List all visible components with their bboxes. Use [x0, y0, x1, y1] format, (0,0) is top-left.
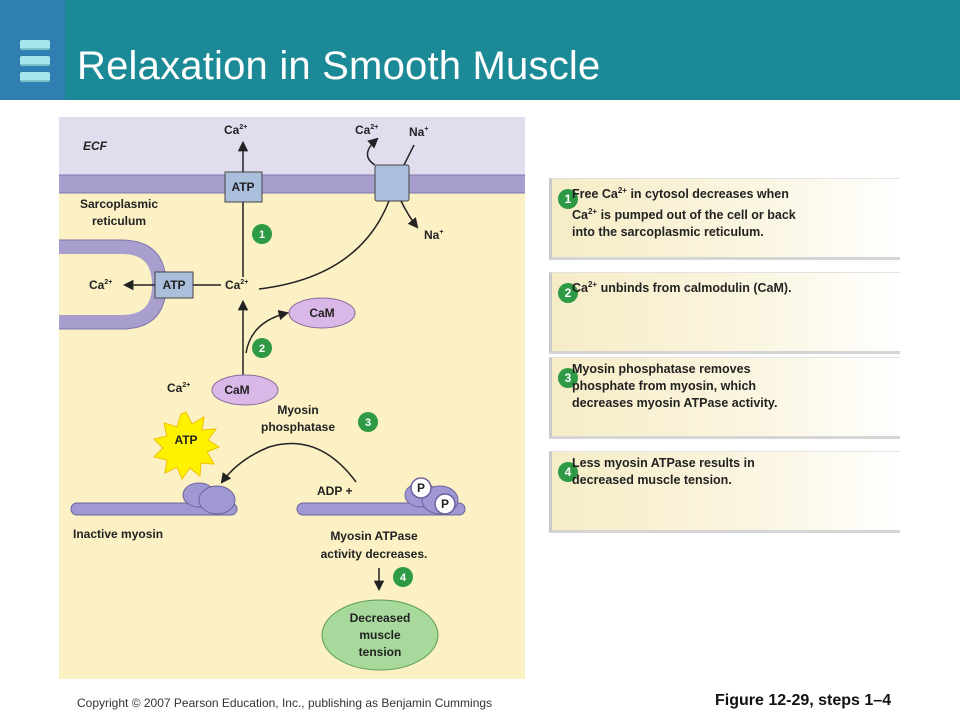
atp-pump-membrane	[224, 171, 263, 203]
inactive-myosin	[70, 482, 238, 516]
cell-membrane	[59, 175, 525, 193]
step-box-2: 2 Ca2+ unbinds from calmodulin (CaM).	[549, 272, 900, 354]
myosin-phosphatase-line1: Myosin	[277, 403, 318, 417]
svg-text:tension: tension	[359, 645, 402, 659]
logo-stripe	[20, 40, 50, 50]
myosin-atpase-line2: activity decreases.	[321, 547, 428, 561]
svg-text:muscle: muscle	[359, 628, 401, 642]
svg-text:Decreased: Decreased	[350, 611, 411, 625]
ca-label-top: Ca2+	[224, 123, 247, 137]
svg-text:2: 2	[259, 343, 265, 355]
diagram-step-2: 2	[252, 338, 272, 358]
title-bar: Relaxation in Smooth Muscle	[0, 0, 960, 100]
svg-text:3: 3	[365, 417, 371, 429]
svg-text:1: 1	[259, 229, 265, 241]
step-box-4: 4 Less myosin ATPase results in decrease…	[549, 451, 900, 533]
step-text-3: Myosin phosphatase removes phosphate fro…	[572, 362, 778, 410]
relaxation-diagram: ECF ATP Ca2+ Ca2+ Na+ Na+ Sarcoplasmic r…	[59, 117, 525, 679]
na-label-out: Na+	[409, 125, 428, 139]
ca-label-cam: Ca2+	[167, 381, 190, 395]
phosphate-1	[410, 477, 432, 499]
step-text-1: Free Ca2+ in cytosol decreases when Ca2+…	[572, 186, 796, 240]
logo-panel	[0, 0, 65, 100]
cytosol-region	[59, 191, 525, 679]
logo-stripe	[20, 56, 50, 66]
atp-sr-label: ATP	[162, 278, 185, 292]
slide-title: Relaxation in Smooth Muscle	[77, 44, 601, 88]
phosphate-2	[434, 493, 456, 515]
ca-label-sr: Ca2+	[89, 278, 112, 292]
adp-label: ADP +	[317, 484, 352, 498]
atp-label: ATP	[231, 180, 254, 194]
inactive-myosin-label: Inactive myosin	[73, 527, 163, 541]
sr-label-line1: Sarcoplasmic	[80, 197, 158, 211]
step-box-3: 3 Myosin phosphatase removes phosphate f…	[549, 357, 900, 439]
ecf-region	[59, 117, 525, 179]
step-text-2: Ca2+ unbinds from calmodulin (CaM).	[572, 280, 792, 296]
atp-starburst	[153, 411, 221, 481]
decreased-tension-node	[321, 599, 439, 671]
step-box-1: 1 Free Ca2+ in cytosol decreases when Ca…	[549, 178, 900, 260]
ca-label-cytosol: Ca2+	[225, 278, 248, 292]
myosin-phosphatase-line2: phosphatase	[261, 420, 335, 434]
step-number-1: 1	[558, 189, 578, 209]
cam-free-label: CaM	[309, 306, 334, 320]
ca-cam-complex	[211, 374, 279, 406]
diagram-step-1: 1	[252, 224, 272, 244]
na-ca-exchanger	[374, 164, 410, 202]
figure-caption: Figure 12-29, steps 1–4	[715, 692, 892, 709]
copyright-text: Copyright © 2007 Pearson Education, Inc.…	[77, 696, 493, 710]
step-number-2: 2	[558, 283, 578, 303]
diagram-step-3: 3	[358, 412, 378, 432]
diagram-step-4: 4	[393, 567, 413, 587]
ecf-label: ECF	[83, 139, 108, 153]
na-label-in: Na+	[424, 228, 443, 242]
svg-text:4: 4	[400, 572, 407, 584]
svg-text:P: P	[417, 481, 425, 495]
myosin-atpase-line1: Myosin ATPase	[330, 529, 418, 543]
ca-label-exchanger: Ca2+	[355, 123, 378, 137]
step-text-4: Less myosin ATPase results in decreased …	[572, 456, 755, 487]
atp-starburst-label: ATP	[174, 433, 197, 447]
sr-label-line2: reticulum	[92, 214, 146, 228]
cam-bound-label: CaM	[224, 383, 249, 397]
step-number-4: 4	[558, 462, 578, 482]
logo-stripe	[20, 72, 50, 82]
svg-text:P: P	[441, 497, 449, 511]
step-number-3: 3	[558, 368, 578, 388]
